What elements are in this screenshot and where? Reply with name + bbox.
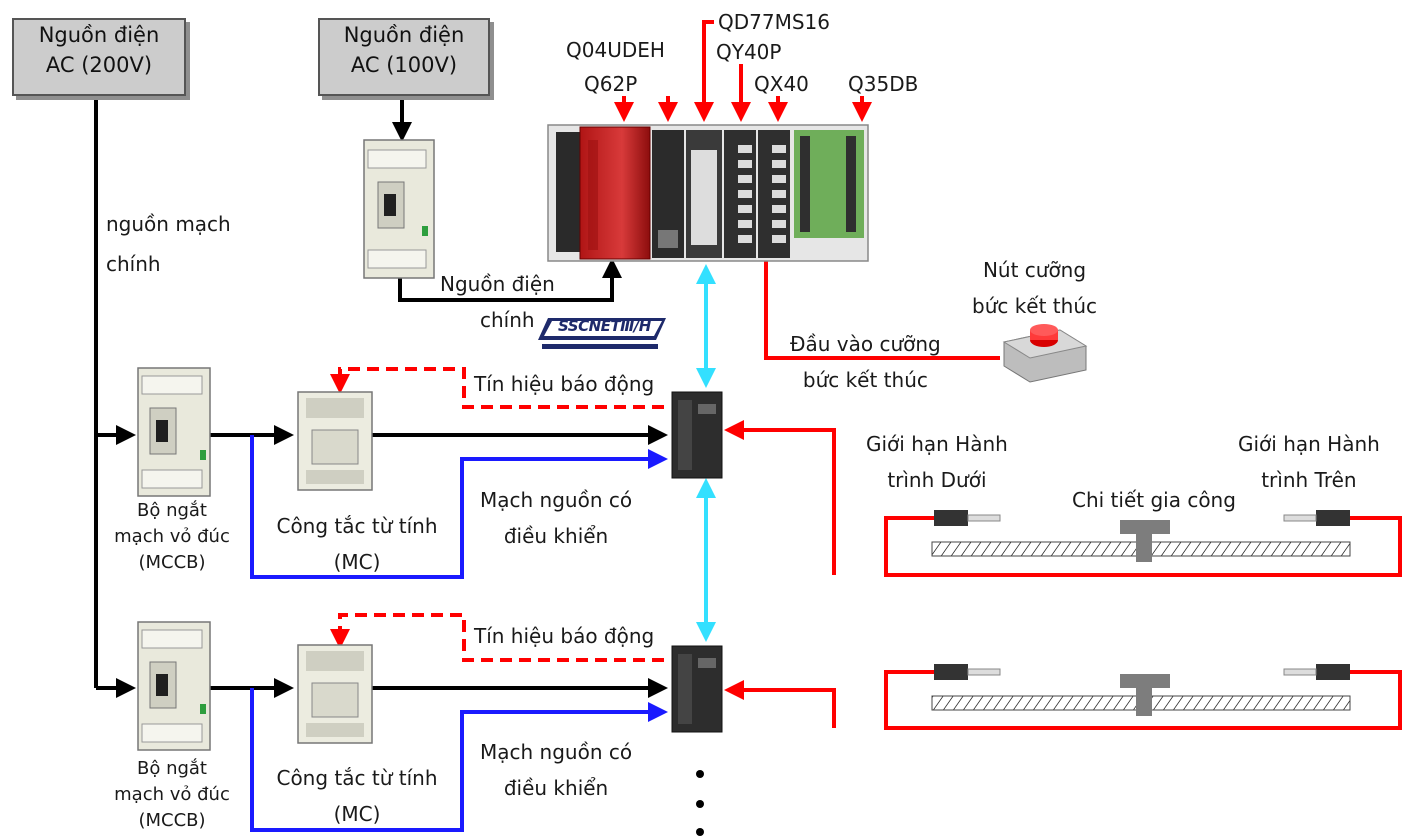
label-qd77ms16: QD77MS16 xyxy=(718,10,830,34)
forced-stop-line1: Đầu vào cưỡng xyxy=(790,332,941,356)
mccb-1-line2: mạch vỏ đúc xyxy=(114,526,230,547)
mccb-1 xyxy=(137,367,211,497)
alarm-wiring xyxy=(330,367,664,662)
power-wiring xyxy=(94,96,668,698)
emergency-stop-line1: Nút cưỡng xyxy=(982,258,1087,282)
mc-2-line1: Công tắc từ tính xyxy=(276,766,438,790)
ac100-line1: Nguồn điện xyxy=(343,23,465,47)
mc-1 xyxy=(297,391,373,491)
lower-limit-line2: trình Dưới xyxy=(887,468,987,492)
forced-stop-line2: bức kết thúc xyxy=(802,368,928,392)
lower-limit-label: Giới hạn Hành trình Dưới xyxy=(866,426,1008,498)
ac200-line2: AC (200V) xyxy=(45,53,153,77)
plc-rack xyxy=(547,124,869,262)
servo-amplifier-1 xyxy=(671,391,723,479)
main-power-label: Nguồn điện xyxy=(440,272,555,296)
sscnet-logo: SSCNETⅢ/H xyxy=(538,316,668,354)
main-circuit-label: nguồn mạch chính xyxy=(106,204,231,284)
label-q35db: Q35DB xyxy=(848,72,919,96)
controlled-power-label-2: Mạch nguồn có điều khiển xyxy=(480,734,632,806)
mc-1-line1: Công tắc từ tính xyxy=(276,514,438,538)
lower-limit-line1: Giới hạn Hành xyxy=(866,432,1008,456)
controlled-power-2-line2: điều khiển xyxy=(503,776,609,800)
emergency-stop-label: Nút cưỡng bức kết thúc xyxy=(972,252,1097,324)
mc-1-line2: (MC) xyxy=(333,550,381,574)
alarm-signal-label-1: Tín hiệu báo động xyxy=(474,372,655,396)
label-qx40: QX40 xyxy=(754,72,809,96)
label-q62p: Q62P xyxy=(584,72,638,96)
continuation-dots xyxy=(696,770,704,836)
controlled-power-2-line1: Mạch nguồn có xyxy=(480,740,633,764)
mccb-2-line2: mạch vỏ đúc xyxy=(114,784,230,805)
control-wiring xyxy=(250,435,668,832)
emergency-stop-button xyxy=(1002,324,1088,383)
ac200-power-box: Nguồn điện AC (200V) xyxy=(12,18,186,96)
main-power-label-2: chính xyxy=(480,308,535,332)
upper-limit-label: Giới hạn Hành trình Trên xyxy=(1238,426,1380,498)
emergency-stop-line2: bức kết thúc xyxy=(972,294,1097,318)
mc-label-1: Công tắc từ tính (MC) xyxy=(262,508,452,580)
main-circuit-line1: nguồn mạch xyxy=(106,212,231,236)
ac100-power-box: Nguồn điện AC (100V) xyxy=(318,18,490,96)
axis-2 xyxy=(931,664,1351,716)
mccb-label-2: Bộ ngắt mạch vỏ đúc (MCCB) xyxy=(102,756,242,834)
mccb-label-1: Bộ ngắt mạch vỏ đúc (MCCB) xyxy=(102,498,242,576)
controlled-power-1-line2: điều khiển xyxy=(503,524,609,548)
mc-2 xyxy=(297,644,373,744)
upper-limit-line2: trình Trên xyxy=(1261,468,1357,492)
axis-1 xyxy=(931,510,1351,562)
ac200-line1: Nguồn điện xyxy=(38,23,160,47)
mccb-1-line3: (MCCB) xyxy=(138,552,206,573)
controlled-power-label-1: Mạch nguồn có điều khiển xyxy=(480,482,632,554)
mc-2-line2: (MC) xyxy=(333,802,381,826)
main-breaker xyxy=(363,139,435,279)
mc-label-2: Công tắc từ tính (MC) xyxy=(262,760,452,832)
sscnet-text: SSCNETⅢ/H xyxy=(558,317,651,335)
alarm-signal-label-2: Tín hiệu báo động xyxy=(474,624,655,648)
ac100-line2: AC (100V) xyxy=(350,53,458,77)
mccb-2-line3: (MCCB) xyxy=(138,810,206,831)
workpiece-label: Chi tiết gia công xyxy=(1072,488,1236,512)
label-q04udeh: Q04UDEH xyxy=(566,38,665,62)
upper-limit-line1: Giới hạn Hành xyxy=(1238,432,1380,456)
mccb-1-line1: Bộ ngắt xyxy=(136,500,207,521)
main-circuit-line2: chính xyxy=(106,252,161,276)
label-qy40p: QY40P xyxy=(716,40,782,64)
mccb-2 xyxy=(137,621,211,751)
mccb-2-line1: Bộ ngắt xyxy=(136,758,207,779)
servo-amplifier-2 xyxy=(671,645,723,733)
forced-stop-input-label: Đầu vào cưỡng bức kết thúc xyxy=(790,326,941,398)
controlled-power-1-line1: Mạch nguồn có xyxy=(480,488,633,512)
